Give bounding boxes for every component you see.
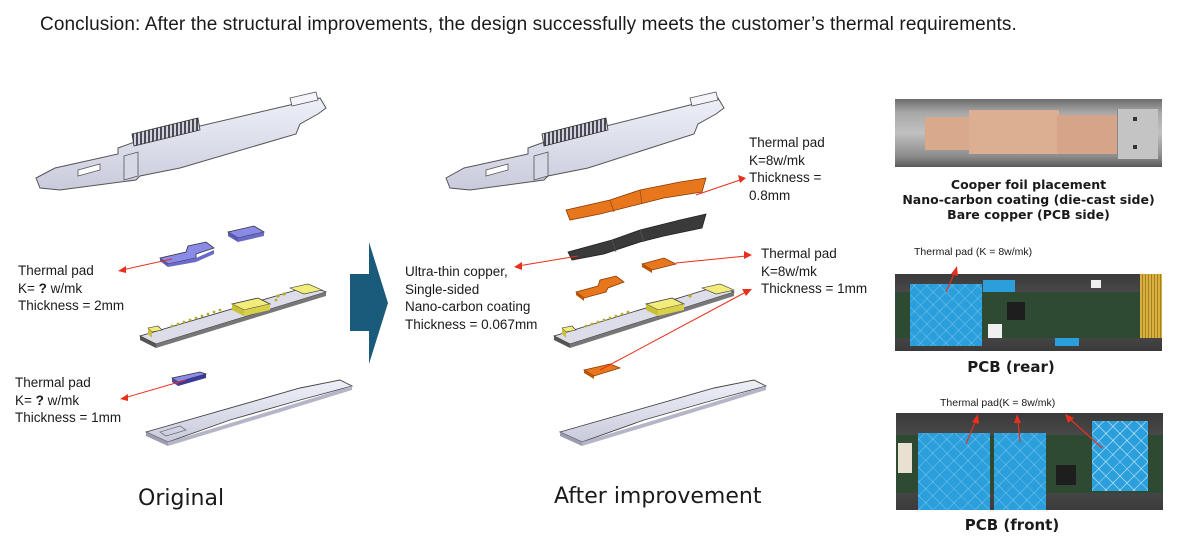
improved-pcb: [552, 283, 736, 348]
improved-bottom-housing: [558, 379, 768, 446]
leader-arrowhead-icon: [118, 266, 126, 273]
leader-arrowhead-icon: [738, 175, 746, 183]
leader-line: [675, 255, 747, 264]
copper-foil-label: Ultra-thin copper, Single-sided Nano-car…: [405, 264, 538, 332]
leader-arrowhead-icon: [744, 251, 752, 259]
conclusion-title: Conclusion: After the structural improve…: [40, 14, 1017, 35]
improved-thermal-pad-top: [565, 177, 707, 221]
transition-arrow-icon: [350, 242, 388, 364]
leader-arrowhead-icon: [514, 262, 522, 270]
copper-foil-caption: Cooper foil placement Nano-carbon coatin…: [902, 177, 1155, 222]
pcb-front-caption: PCB (front): [964, 516, 1060, 534]
pcb-rear-caption: PCB (rear): [967, 358, 1055, 376]
original-thermal-pads-top: [159, 225, 266, 267]
improved-top-housing: [445, 91, 725, 191]
original-top-housing: [35, 91, 327, 191]
pcb-front-annotation: Thermal pad(K = 8w/mk): [940, 397, 1056, 409]
improved-thermal-pad-bottom: [582, 363, 622, 379]
original-pad-top-label: Thermal pad K= ? w/mk Thickness = 2mm: [18, 263, 125, 313]
original-pad-bottom-label: Thermal pad K= ? w/mk Thickness = 1mm: [15, 375, 122, 425]
improved-thermal-pad-left: [575, 275, 625, 301]
improved-thermal-pad-mid: [640, 257, 678, 273]
pcb-front-photo: [896, 413, 1163, 510]
original-pcb: [138, 283, 328, 348]
improved-pad-top-label: Thermal pad K=8w/mk Thickness = 0.8mm: [749, 135, 825, 203]
pcb-rear-photo: [895, 274, 1162, 351]
leader-line: [599, 291, 747, 371]
improved-copper-foil: [567, 213, 707, 261]
leader-arrowhead-icon: [742, 289, 752, 296]
original-thermal-pad-bottom: [170, 371, 208, 386]
improved-caption: After improvement: [554, 484, 762, 509]
leader-line: [695, 179, 741, 196]
copper-foil-photo: [895, 99, 1162, 167]
leader-line: [517, 255, 579, 267]
leader-arrowhead-icon: [120, 394, 128, 401]
original-caption: Original: [138, 486, 225, 511]
improved-pad-mid-label: Thermal pad K=8w/mk Thickness = 1mm: [761, 246, 868, 296]
leader-line: [121, 258, 173, 271]
leader-line: [123, 379, 187, 399]
original-bottom-housing: [144, 379, 354, 446]
pcb-rear-annotation: Thermal pad (K = 8w/mk): [914, 246, 1033, 258]
